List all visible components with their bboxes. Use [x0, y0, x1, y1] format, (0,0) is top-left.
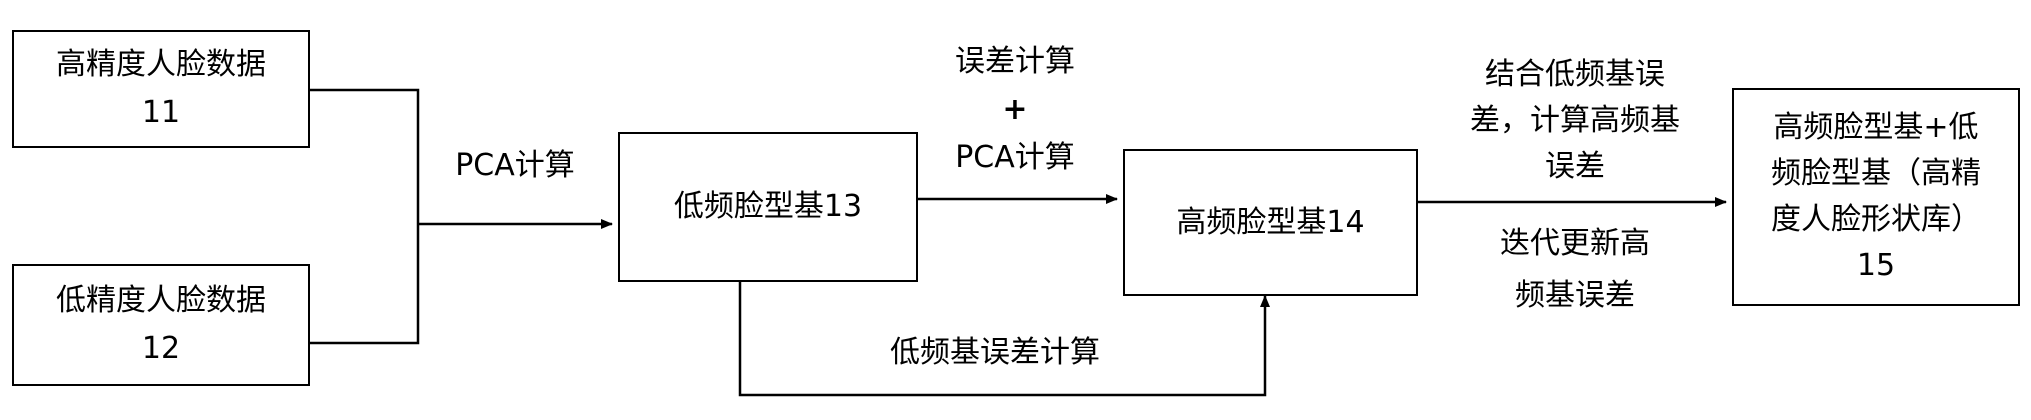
- label-iterate-line1: 迭代更新高: [1500, 226, 1650, 261]
- node-11-number: 11: [141, 95, 181, 130]
- label-combine-line2: 差，计算高频基: [1470, 103, 1680, 138]
- connector-hi-data: [310, 88, 420, 224]
- connector-lo-data: [310, 224, 420, 345]
- node-15-line1: 高频脸型基+低: [1773, 110, 1979, 145]
- label-pca-calc-2: PCA计算: [955, 140, 1075, 175]
- node-13-label: 低频脸型基13: [673, 189, 863, 224]
- label-error-plus-pca: 误差计算 + PCA计算: [925, 38, 1105, 182]
- arrow-low-freq-error: [738, 281, 1270, 397]
- label-combine-line1: 结合低频基误: [1485, 57, 1665, 92]
- label-low-freq-error-text: 低频基误差计算: [890, 335, 1100, 370]
- label-iterate-update: 迭代更新高 频基误差: [1430, 218, 1720, 322]
- label-error-calc: 误差计算: [955, 44, 1075, 79]
- node-15-line2: 频脸型基（高精: [1771, 156, 1981, 191]
- node-low-precision-face-data: 低精度人脸数据 12: [12, 264, 310, 386]
- node-face-shape-library: 高频脸型基+低 频脸型基（高精 度人脸形状库） 15: [1732, 88, 2020, 306]
- label-combine-low-freq-error: 结合低频基误 差，计算高频基 误差: [1425, 52, 1725, 190]
- node-high-precision-face-data: 高精度人脸数据 11: [12, 30, 310, 148]
- label-pca-calc: PCA计算: [430, 143, 600, 189]
- label-combine-line3: 误差: [1545, 149, 1605, 184]
- node-high-frequency-face-basis: 高频脸型基14: [1123, 149, 1418, 296]
- label-plus: +: [1002, 92, 1028, 127]
- label-pca-calc-text: PCA计算: [455, 148, 575, 183]
- node-low-frequency-face-basis: 低频脸型基13: [618, 132, 918, 282]
- node-11-title: 高精度人脸数据: [56, 47, 266, 82]
- node-14-label: 高频脸型基14: [1176, 204, 1365, 240]
- node-15-number: 15: [1856, 248, 1896, 283]
- label-iterate-line2: 频基误差: [1515, 278, 1635, 313]
- node-12-number: 12: [141, 331, 181, 366]
- node-12-title: 低精度人脸数据: [56, 283, 266, 318]
- node-15-line3: 度人脸形状库）: [1771, 202, 1981, 237]
- label-low-freq-error-calc: 低频基误差计算: [835, 330, 1155, 376]
